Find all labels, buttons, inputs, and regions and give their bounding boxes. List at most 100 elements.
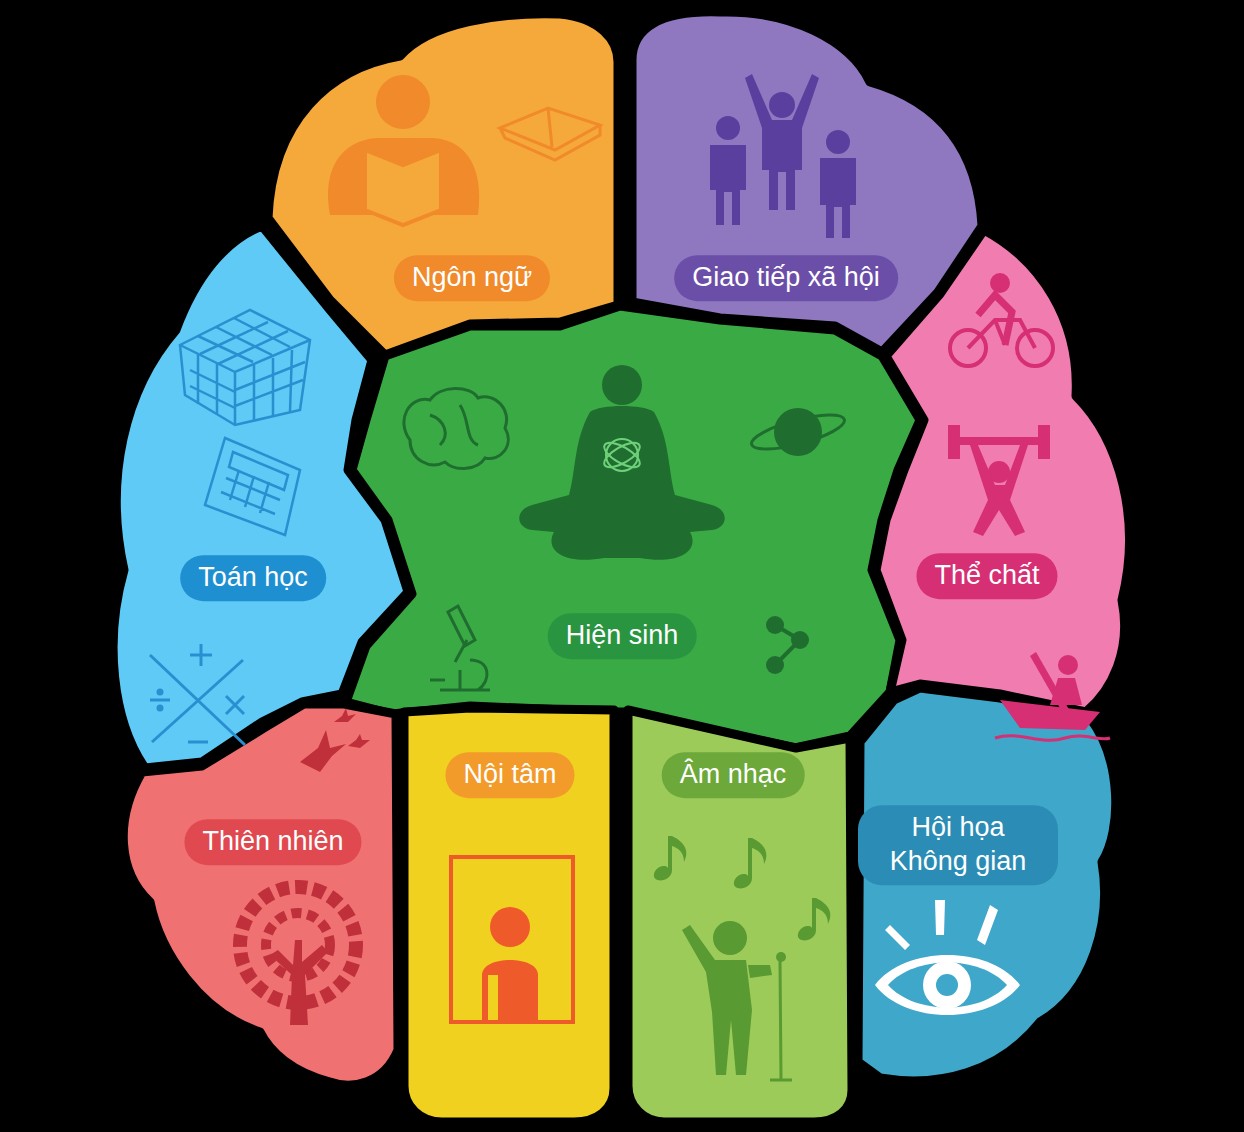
people-icon [716, 116, 740, 140]
book-icon [500, 108, 600, 160]
calculator-icon [205, 438, 300, 535]
eye-icon [875, 900, 1020, 1015]
weightlifter-icon [1038, 425, 1050, 459]
cube-icon [180, 340, 310, 425]
eye-icon [885, 900, 998, 950]
book-icon [500, 108, 600, 150]
singer-icon [713, 921, 747, 955]
region-label: Âm nhạc [662, 752, 805, 798]
cube-icon [180, 310, 310, 425]
region-shape [855, 685, 1125, 1088]
mirror-person-icon [482, 960, 538, 1020]
weightlifter-icon [988, 461, 1010, 483]
region-label: Hội họa Không gian [858, 805, 1058, 885]
region-label: Nội tâm [445, 752, 574, 798]
reader-icon [328, 138, 479, 215]
singer-icon [682, 921, 792, 1080]
singer-icon [682, 925, 752, 1075]
music-notes-icon [734, 838, 752, 888]
music-notes-icon [798, 898, 816, 940]
mirror-person-icon [488, 975, 498, 1020]
cube-icon [190, 318, 305, 420]
music-notes-icon [672, 836, 686, 862]
region-fill [123, 704, 398, 1085]
people-icon [820, 158, 856, 238]
reader-icon [328, 75, 479, 225]
people-icon [710, 145, 746, 225]
molecule-icon [766, 616, 809, 674]
people-icon [745, 74, 819, 210]
birds-icon [334, 708, 356, 722]
region-label: Ngôn ngữ [394, 255, 550, 301]
brain-region: Thiên nhiên [112, 700, 398, 1095]
region-shape [343, 305, 925, 750]
molecule-icon [791, 631, 809, 649]
math-symbols-icon [190, 644, 212, 666]
meditator-icon [519, 406, 725, 560]
planet-icon [749, 408, 848, 456]
kayak-icon [995, 736, 1110, 741]
region-shape [112, 700, 398, 1095]
book-icon [500, 125, 600, 160]
brain-icon [404, 388, 508, 468]
music-notes-icon [654, 836, 672, 880]
people-icon [826, 130, 850, 154]
brain-region: Nội tâm [403, 706, 614, 1122]
tree-icon [240, 887, 356, 1003]
reader-icon [376, 75, 430, 129]
cube-icon [180, 310, 310, 425]
singer-icon [770, 960, 792, 1080]
microscope-icon [430, 606, 490, 690]
math-symbols-icon [150, 699, 170, 702]
brain-region: Hội họa Không gian [855, 685, 1125, 1088]
cyclist-icon [950, 330, 986, 366]
region-label: Thiên nhiên [184, 819, 361, 865]
region-label: Thể chất [916, 553, 1057, 599]
birds-icon [348, 734, 370, 748]
mirror-person-icon [490, 907, 530, 947]
cyclist-icon [978, 295, 1012, 345]
weightlifter-icon [948, 425, 1050, 536]
birds-icon [300, 730, 346, 772]
tree-icon [240, 887, 356, 1025]
music-notes-icon [752, 838, 766, 864]
math-symbols-icon [226, 696, 244, 714]
calculator-icon [221, 470, 280, 514]
molecule-icon [766, 616, 784, 634]
microscope-icon [430, 606, 490, 690]
region-label: Toán học [180, 555, 326, 601]
meditator-icon [602, 365, 642, 405]
brain-region: Hiện sinh [343, 305, 925, 750]
kayak-icon [1030, 652, 1075, 724]
region-label: Giao tiếp xã hội [674, 255, 898, 301]
weightlifter-icon [970, 445, 1028, 536]
cyclist-icon [950, 275, 1053, 366]
book-icon [548, 108, 552, 147]
eye-icon [875, 955, 1020, 1015]
meditator-icon [601, 438, 644, 472]
region-shape [870, 228, 1145, 715]
kayak-icon [1058, 655, 1078, 675]
cyclist-icon [992, 275, 1008, 291]
weightlifter-icon [948, 425, 960, 459]
eye-icon [923, 961, 971, 1009]
brain-region: Âm nhạc [626, 706, 852, 1122]
math-symbols-icon [188, 741, 208, 744]
brain-icon [404, 388, 508, 468]
region-label: Hiện sinh [548, 613, 697, 659]
math-symbols-icon [158, 690, 162, 694]
cyclist-icon [968, 320, 1035, 348]
region-fill [858, 688, 1116, 1081]
kayak-icon [995, 652, 1110, 740]
molecule-icon [775, 625, 800, 665]
meditator-icon [601, 438, 644, 472]
music-notes-icon [654, 836, 830, 940]
singer-icon [776, 952, 786, 962]
calculator-icon [229, 452, 288, 490]
math-symbols-icon [158, 706, 162, 710]
reader-icon [365, 150, 441, 225]
planet-icon [749, 408, 848, 456]
singer-icon [748, 965, 772, 978]
people-icon [710, 74, 856, 238]
